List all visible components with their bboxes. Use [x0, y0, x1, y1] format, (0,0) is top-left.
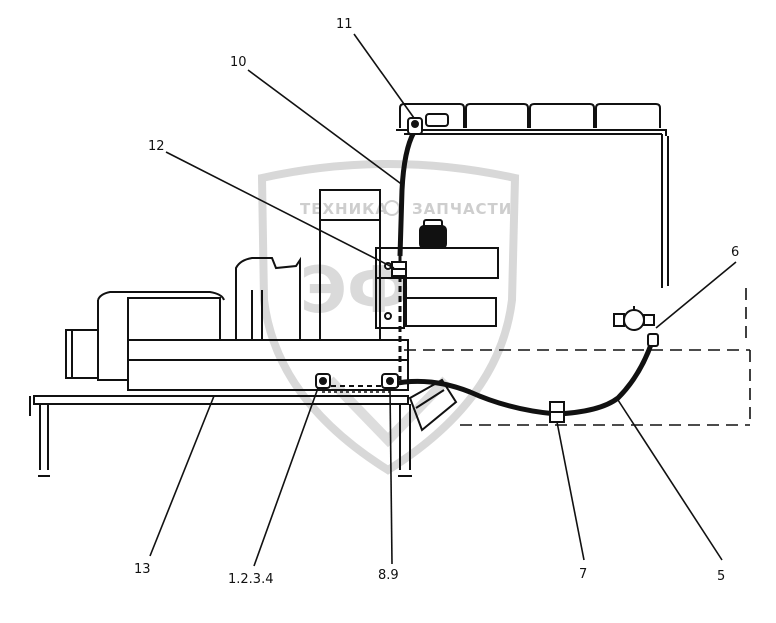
bracket-filter	[375, 219, 499, 329]
callout-labels: 11 10 12 6 13 1.2.3.4 8.9 7 5	[134, 17, 739, 587]
leader-lines	[149, 33, 737, 567]
callout-8-9: 8.9	[378, 568, 399, 583]
watermark-right-word: ЗАПЧАСТИ	[412, 200, 512, 218]
callout-13: 13	[134, 562, 151, 577]
callout-7: 7	[579, 567, 587, 582]
engine-assembly	[29, 189, 458, 477]
callout-10: 10	[230, 55, 247, 70]
frame-dashed-lines	[404, 288, 751, 426]
callout-12: 12	[148, 139, 165, 154]
callout-1-2-3-4: 1.2.3.4	[228, 572, 273, 587]
fittings	[315, 117, 659, 423]
callout-11: 11	[336, 17, 353, 32]
callout-5: 5	[717, 569, 725, 584]
valve-6	[613, 306, 659, 347]
battery-box	[396, 103, 669, 288]
watermark-logo: ТЕХНИКА ЗАПЧАСТИ ЭФ	[257, 160, 520, 475]
callout-6: 6	[731, 245, 739, 260]
watermark-left-word: ТЕХНИКА	[300, 200, 388, 218]
